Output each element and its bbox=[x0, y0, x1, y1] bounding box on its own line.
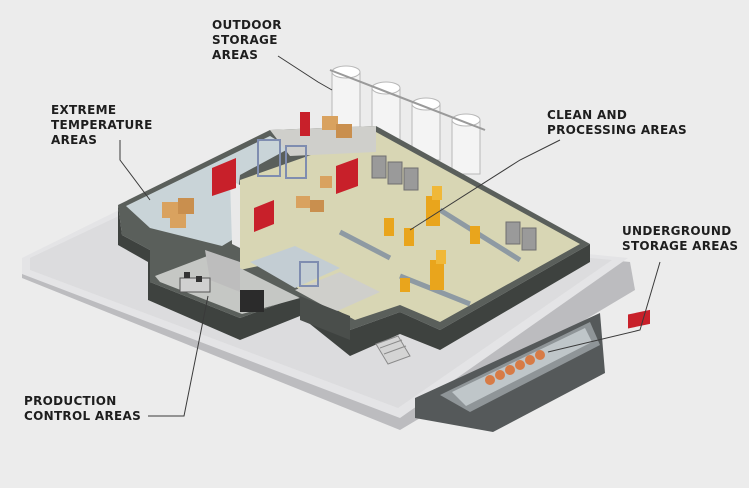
control-desk bbox=[179, 272, 264, 312]
label-line: PRODUCTION bbox=[24, 394, 117, 408]
label-outdoor-storage: OUTDOOR STORAGE AREAS bbox=[212, 18, 282, 63]
label-line: OUTDOOR bbox=[212, 18, 282, 32]
robot-arms bbox=[384, 186, 480, 292]
boxes bbox=[162, 116, 352, 228]
label-line: AREAS bbox=[51, 133, 98, 147]
interior-walls bbox=[205, 126, 376, 340]
label-line: STORAGE AREAS bbox=[622, 239, 739, 253]
underground-tanks bbox=[485, 350, 545, 385]
leader-production bbox=[148, 295, 209, 417]
label-line: STORAGE bbox=[212, 33, 278, 47]
shelving bbox=[257, 139, 319, 287]
label-line: CONTROL AREAS bbox=[24, 409, 142, 423]
label-line: UNDERGROUND bbox=[622, 224, 732, 238]
label-line: TEMPERATURE bbox=[51, 118, 153, 132]
label-production-control: PRODUCTION CONTROL AREAS bbox=[24, 394, 141, 424]
leader-underground bbox=[547, 261, 661, 353]
label-underground-storage: UNDERGROUND STORAGE AREAS bbox=[622, 224, 738, 254]
underground-storage bbox=[415, 309, 650, 432]
label-line: CLEAN AND bbox=[547, 108, 628, 122]
red-doors bbox=[212, 112, 358, 232]
server-racks bbox=[371, 155, 537, 251]
stairs bbox=[375, 335, 411, 365]
leader-lines bbox=[119, 55, 661, 417]
label-extreme-temperature: EXTREME TEMPERATURE AREAS bbox=[51, 103, 153, 148]
leader-clean bbox=[409, 139, 561, 231]
label-line: AREAS bbox=[212, 48, 259, 62]
label-clean-processing: CLEAN AND PROCESSING AREAS bbox=[547, 108, 687, 138]
outdoor-tanks bbox=[329, 65, 486, 175]
leader-extreme bbox=[119, 140, 151, 201]
leader-outdoor bbox=[277, 55, 333, 91]
label-line: EXTREME bbox=[51, 103, 117, 117]
label-line: PROCESSING AREAS bbox=[547, 123, 687, 137]
